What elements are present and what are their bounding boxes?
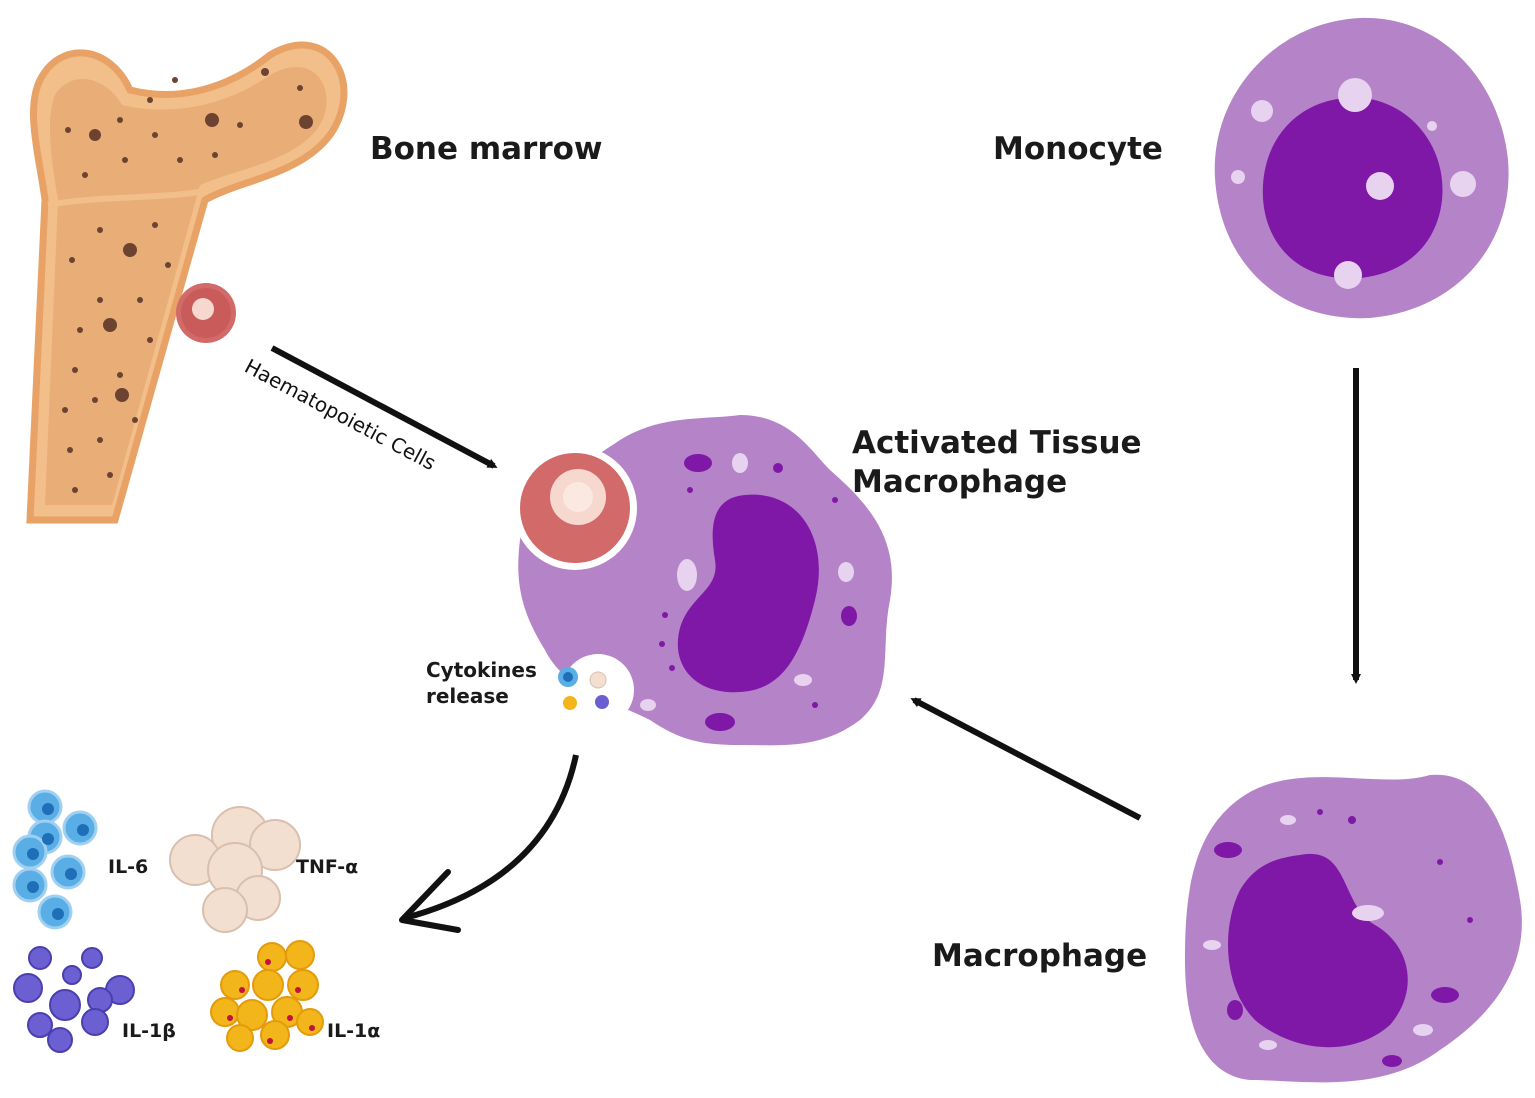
cytokines-label-line1: Cytokines	[426, 658, 537, 682]
haematopoietic-cell-icon	[176, 283, 236, 343]
macrophage-to-activated-arrow	[910, 697, 1142, 821]
il6-cells-icon	[12, 789, 98, 930]
il1a-label: IL-1α	[327, 1020, 381, 1042]
activated-macrophage-label-line2: Macrophage	[852, 464, 1068, 500]
activated-macrophage-label-line1: Activated Tissue	[852, 425, 1142, 461]
macrophage-icon	[1185, 774, 1522, 1083]
macrophage-label: Macrophage	[932, 938, 1148, 974]
tnf-alpha-label: TNF-α	[296, 856, 359, 878]
il1b-label: IL-1β	[122, 1020, 176, 1042]
il6-label: IL-6	[108, 856, 149, 878]
monocyte-icon	[1214, 17, 1509, 319]
bone-marrow-label: Bone marrow	[370, 131, 603, 167]
il1a-cells-icon	[210, 940, 324, 1052]
tnf-alpha-cells-icon	[169, 806, 301, 933]
activated-macrophage-icon	[513, 415, 892, 746]
cytokines-label-line2: release	[426, 684, 509, 708]
il1b-cells-icon	[13, 946, 135, 1053]
bone-icon	[26, 41, 348, 524]
cytokine-release-arrow	[404, 754, 579, 921]
monocyte-label: Monocyte	[993, 131, 1163, 167]
haematopoietic-arrow	[270, 345, 498, 469]
